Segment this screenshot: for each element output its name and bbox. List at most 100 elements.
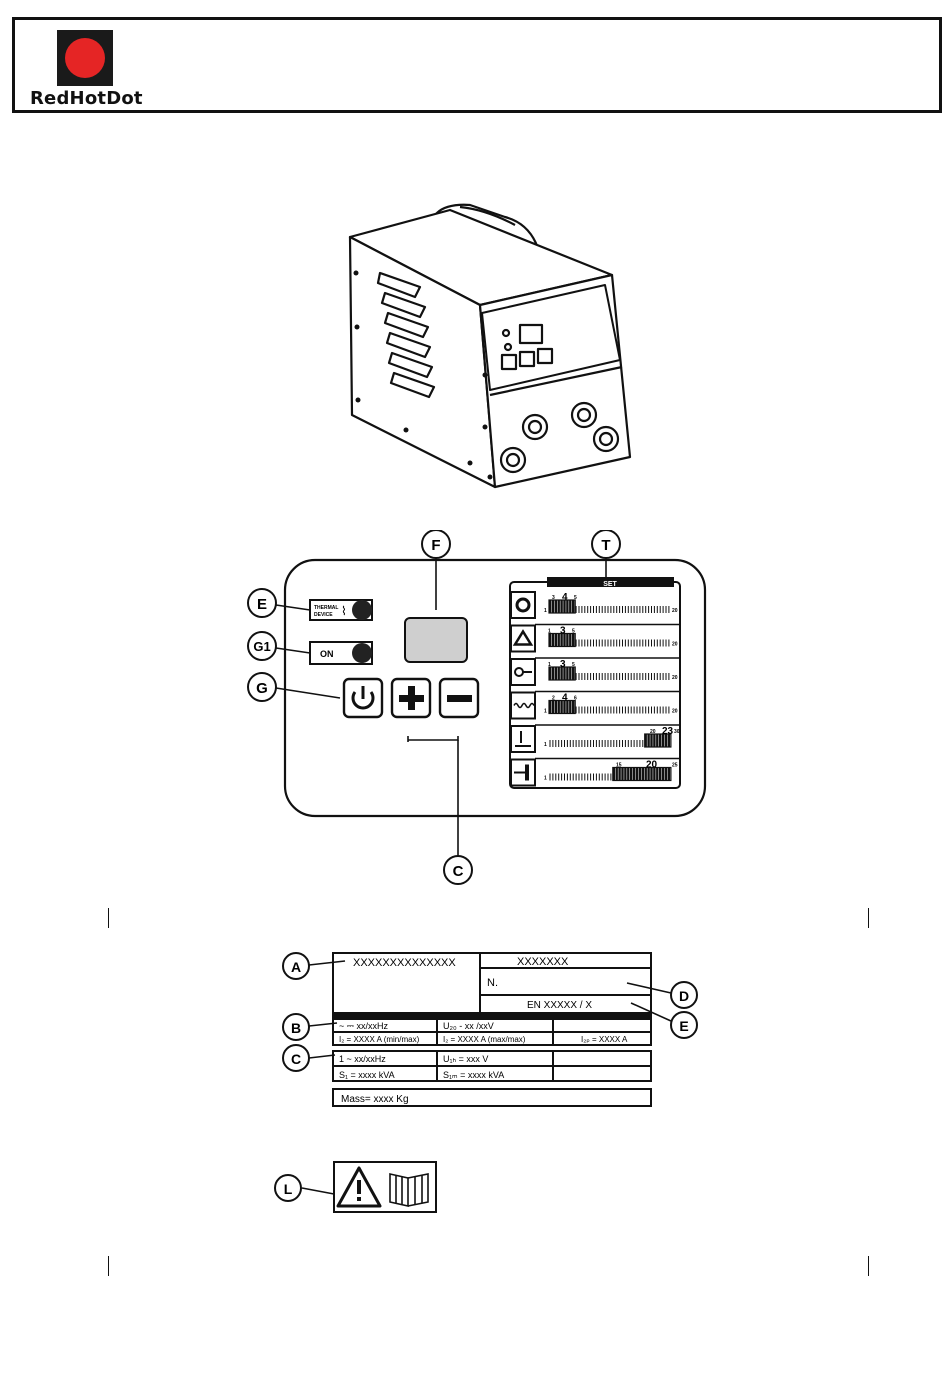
- callout-e: [247, 588, 311, 618]
- callout-b: [282, 1013, 310, 1041]
- plate-standard: EN XXXXX / X: [527, 1000, 592, 1011]
- scale-label-low: 3: [552, 595, 555, 601]
- plate-i2-max: I₂ = XXXX A (max/max): [443, 1035, 526, 1044]
- callout-l: [274, 1174, 302, 1202]
- scale-label-end: 20: [672, 709, 678, 715]
- scale-row: [510, 690, 680, 720]
- power-button[interactable]: [342, 677, 384, 719]
- plus-button[interactable]: [390, 677, 432, 719]
- scale-label-high: 5: [574, 595, 577, 601]
- plate-i2-range: I₂ = XXXX A (min/max): [339, 1035, 420, 1044]
- control-panel-diagram: E THERMAL DEVICE ⌇ G1 ON G F: [247, 530, 707, 885]
- callout-c-plate: [282, 1044, 310, 1072]
- panel-outline: [283, 558, 707, 818]
- brand-logo-mark: [57, 30, 113, 86]
- callout-d-label: D: [679, 988, 689, 1004]
- callout-a: [282, 952, 310, 980]
- scale-label-mid: 4: [562, 693, 568, 704]
- welder-machine-illustration: [348, 203, 632, 489]
- plate-i2p: I₂ₚ = XXXX A: [581, 1035, 628, 1044]
- stud-icon: [510, 725, 536, 753]
- callout-g: [247, 672, 341, 702]
- wave-icon: [510, 691, 536, 720]
- on-led-icon: [352, 643, 372, 663]
- scale-label-mid: 3: [560, 626, 566, 637]
- page-header: RedHotDot: [12, 17, 942, 113]
- scale-label-low: 20: [650, 729, 656, 735]
- margin-mark: [108, 1256, 109, 1276]
- plate-u1: U₁ₕ = xxx V: [443, 1054, 488, 1064]
- callout-t: [591, 530, 621, 559]
- callout-g-label: G: [256, 680, 268, 697]
- on-label: ON: [320, 649, 334, 659]
- scale-label-high: 25: [672, 763, 678, 769]
- scale-label-high: 6: [574, 696, 577, 702]
- circle-icon: [510, 591, 536, 619]
- scale-row: [510, 724, 680, 753]
- callout-b-label: B: [291, 1020, 301, 1036]
- scale-label-start: 1: [544, 709, 547, 715]
- callout-t-label: T: [601, 537, 610, 554]
- scale-row: [510, 657, 680, 686]
- callout-c-panel-label: C: [453, 863, 464, 880]
- thermometer-icon: ⌇: [341, 604, 347, 618]
- thermal-led-icon: [352, 600, 372, 620]
- set-label: SET: [603, 581, 617, 588]
- scale-label-mid: 23: [662, 726, 674, 737]
- thermal-label-2: DEVICE: [314, 612, 333, 618]
- plate-b-frequency: ~ ⎓ xx/xxHz: [339, 1021, 388, 1031]
- scale-label-low: 2: [552, 696, 555, 702]
- scale-label-high: 5: [572, 662, 575, 668]
- brand-name: RedHotDot: [30, 88, 143, 109]
- power-icon: [351, 691, 375, 710]
- callout-g1-label: G1: [253, 639, 270, 654]
- callout-d: [670, 981, 698, 1009]
- plate-code: XXXXXXX: [517, 956, 569, 968]
- red-dot-icon: [65, 38, 105, 78]
- scale-label-high: 5: [572, 629, 575, 635]
- scale-label-mid: 3: [560, 659, 566, 670]
- plate-s1max: S₁ₘ = xxxx kVA: [443, 1070, 504, 1080]
- scale-label-end: 20: [672, 675, 678, 681]
- scale-label-low: 15: [616, 763, 622, 769]
- callout-e-plate: [670, 1011, 698, 1039]
- plate-mass: Mass= xxxx Kg: [341, 1094, 409, 1105]
- margin-mark: [108, 908, 109, 928]
- callout-e-plate-label: E: [679, 1018, 688, 1034]
- callout-a-label: A: [291, 959, 301, 975]
- warning-label-diagram: L: [274, 1161, 437, 1213]
- scale-label-low: 1: [548, 662, 551, 668]
- plate-model: XXXXXXXXXXXXXX: [353, 957, 456, 969]
- scale-label-end: 20: [672, 642, 678, 648]
- callout-c-plate-label: C: [291, 1051, 301, 1067]
- thermal-label-1: THERMAL: [314, 605, 338, 611]
- scale-label-high: 30: [674, 729, 680, 735]
- scale-label-mid: 20: [646, 760, 658, 771]
- scale-label-low: 1: [548, 629, 551, 635]
- scale-label-end: 20: [672, 608, 678, 614]
- callout-e-label: E: [257, 596, 267, 613]
- scale-label-start: 1: [544, 776, 547, 782]
- margin-mark: [868, 908, 869, 928]
- minus-button[interactable]: [438, 677, 480, 719]
- plate-s1: S₁ = xxxx kVA: [339, 1070, 395, 1080]
- scale-label-mid: 4: [562, 592, 568, 603]
- rating-plate-diagram: XXXXXXXXXXXXXX XXXXXXX N. EN XXXXX / X ~…: [282, 952, 698, 1107]
- margin-mark: [868, 1256, 869, 1276]
- minus-icon: [447, 695, 472, 702]
- callout-f-label: F: [431, 537, 440, 554]
- plate-u20: U₂₀ - xx /xxV: [443, 1021, 494, 1031]
- digital-display: [404, 617, 468, 663]
- scale-label-start: 1: [544, 608, 547, 614]
- callout-c-panel: [443, 855, 473, 885]
- scale-row: [510, 591, 670, 619]
- plate-c-frequency: 1 ~ xx/xxHz: [339, 1054, 386, 1064]
- manual-book-icon: [389, 1173, 429, 1207]
- callout-f: [421, 530, 451, 559]
- plate-number: N.: [487, 977, 498, 989]
- scale-row: [510, 623, 680, 653]
- scale-row: [510, 757, 680, 787]
- callout-g1: [247, 631, 311, 661]
- scale-label-start: 1: [544, 742, 547, 748]
- callout-l-label: L: [284, 1181, 293, 1197]
